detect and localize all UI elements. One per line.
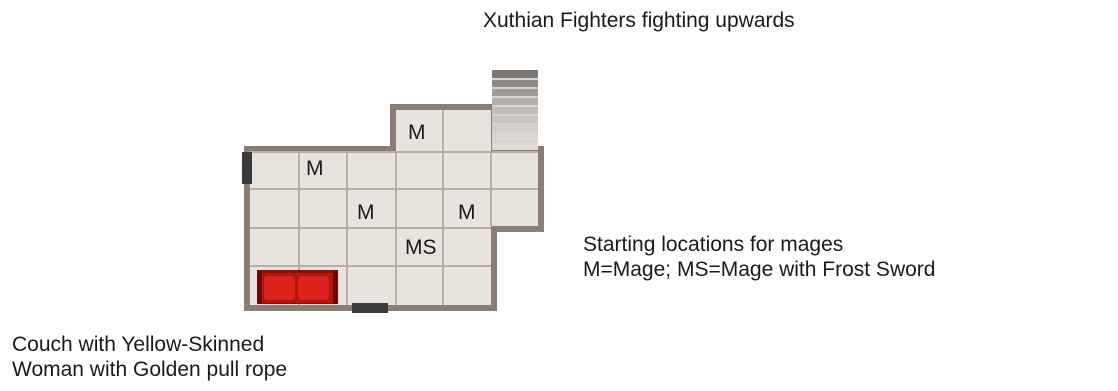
couch-caption-line-1: Couch with Yellow-Skinned	[12, 333, 265, 356]
floor-tile-grid	[250, 110, 538, 305]
mage-marker-1: M	[408, 121, 426, 144]
legend-key: M=Mage; MS=Mage with Frost Sword	[583, 258, 936, 281]
couch-caption: Couch with Yellow-Skinned Woman with Gol…	[12, 332, 287, 382]
room-floor	[250, 110, 538, 305]
mage-marker-2: M	[306, 157, 324, 180]
mage-marker-4: M	[458, 201, 476, 224]
mage-marker-3: M	[357, 201, 375, 224]
south-door[interactable]	[352, 303, 388, 313]
stairs-up[interactable]	[492, 70, 538, 150]
couch[interactable]	[257, 270, 338, 304]
couch-caption-line-2: Woman with Golden pull rope	[12, 358, 288, 381]
mage-frost-sword-marker: MS	[405, 236, 437, 259]
west-door[interactable]	[242, 152, 252, 184]
fighters-caption: Xuthian Fighters fighting upwards	[483, 9, 795, 32]
legend-title: Starting locations for mages	[583, 233, 844, 256]
legend: Starting locations for mages M=Mage; MS=…	[583, 232, 935, 282]
